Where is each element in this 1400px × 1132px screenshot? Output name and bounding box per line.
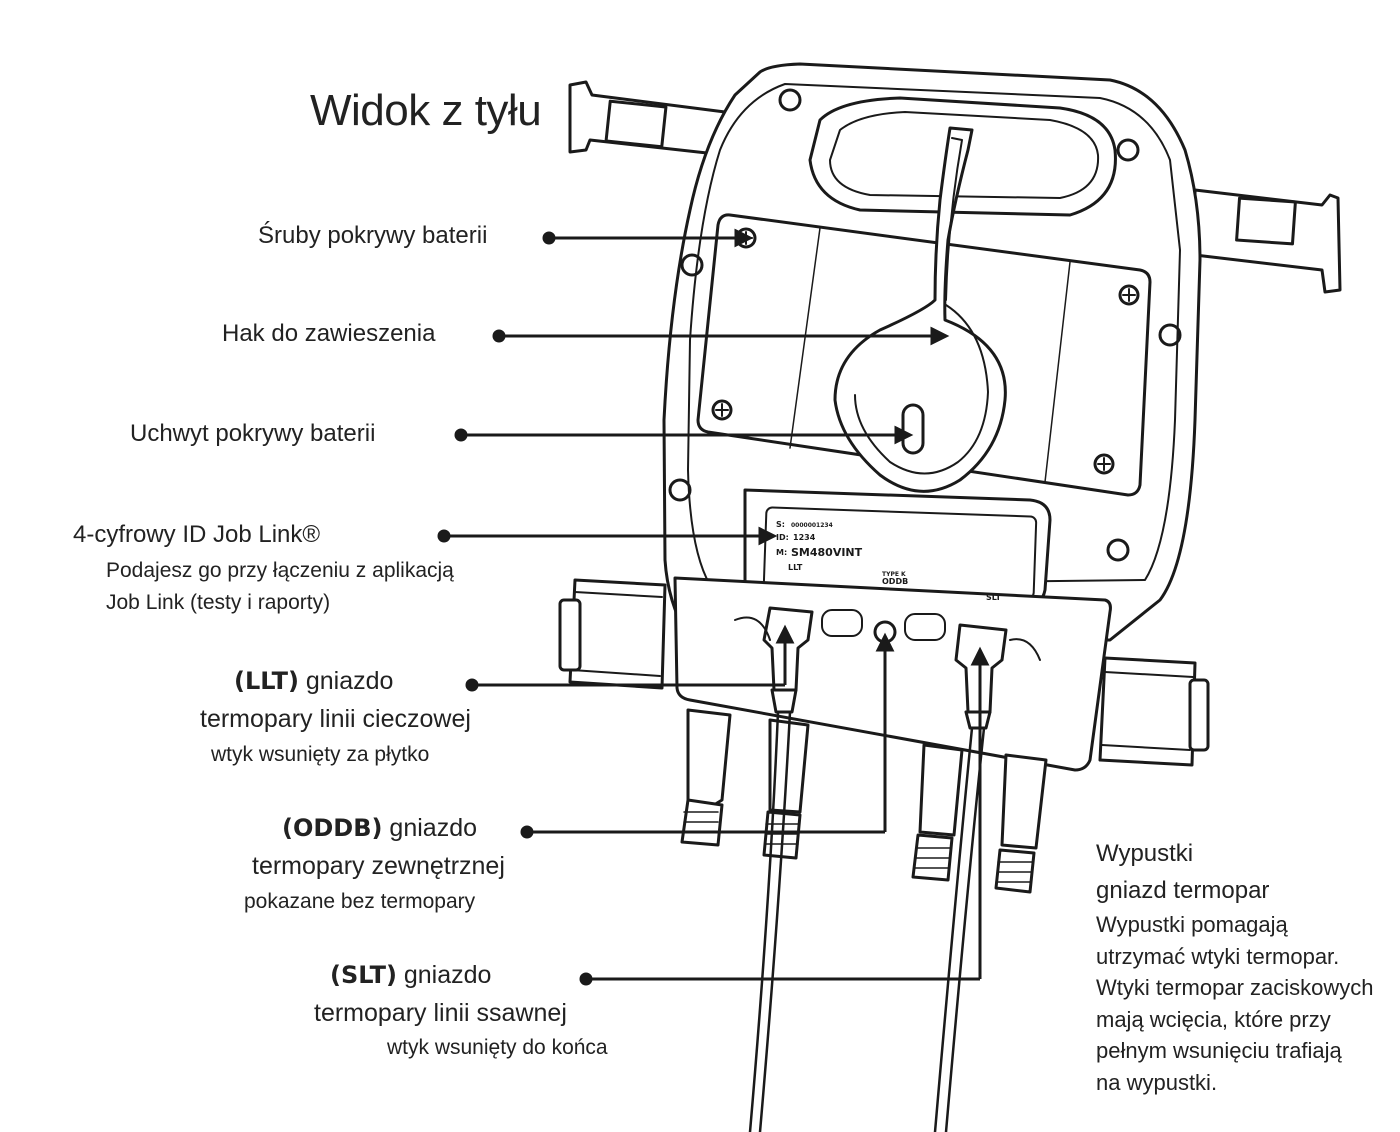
callout-oddb-line3: pokazane bez termopary	[244, 890, 476, 913]
llt-cable	[748, 710, 792, 1132]
label-plate-text: S: 0000001234 ID: 1234 M: SM480VINT TYPE…	[776, 520, 1002, 602]
body-screw-holes	[668, 88, 1182, 562]
callout-job-link-heading: 4-cyfrowy ID Job Link®	[73, 521, 321, 548]
plate-port-llt: LLT	[788, 563, 803, 572]
callout-llt-heading: (LLT) gniazdo	[234, 667, 393, 696]
callout-job-link-line3: Job Link (testy i raporty)	[106, 591, 331, 614]
callout-llt-line2: termopary linii cieczowej	[200, 705, 471, 733]
right-arm	[1193, 188, 1342, 294]
battery-handle-slot	[901, 403, 925, 455]
plate-model-prefix: M:	[776, 548, 787, 557]
callout-tabs-body-2: Wtyki termopar zaciskowych	[1096, 975, 1374, 1000]
refrigerant-ports	[680, 708, 1048, 894]
llt-plug	[762, 606, 814, 714]
plate-serial: 0000001234	[791, 522, 833, 529]
callout-battery-handle: Uchwyt pokrywy baterii	[130, 420, 376, 447]
callout-tabs-line1: Wypustki	[1096, 840, 1194, 867]
callout-tabs-body-3: mają wcięcia, które przy	[1096, 1007, 1331, 1032]
callout-oddb-line2: termopary zewnętrznej	[252, 852, 505, 880]
right-knob	[1098, 656, 1210, 767]
lower-body	[673, 576, 1112, 772]
plate-id: 1234	[793, 533, 816, 542]
callout-tabs-body-1: utrzymać wtyki termopar.	[1096, 944, 1340, 969]
left-knob	[558, 578, 667, 690]
oddb-code: (ODDB)	[282, 814, 383, 842]
callout-oddb-heading: (ODDB) gniazdo	[282, 814, 477, 843]
callout-tabs-line2: gniazd termopar	[1096, 877, 1270, 904]
callout-llt-line3: wtyk wsunięty za płytko	[211, 743, 430, 766]
plate-model: SM480VINT	[791, 546, 863, 559]
llt-rest: gniazdo	[298, 667, 394, 695]
slt-rest: gniazdo	[396, 961, 492, 989]
plate-serial-prefix: S:	[776, 520, 785, 529]
callout-tabs-body-5: na wypustki.	[1096, 1070, 1218, 1095]
plate-type: TYPE K	[882, 571, 906, 578]
callout-job-link-line2: Podajesz go przy łączeniu z aplikacją	[106, 559, 454, 582]
callout-battery-screws: Śruby pokrywy baterii	[258, 222, 488, 249]
callout-slt-heading: (SLT) gniazdo	[330, 961, 491, 990]
llt-code: (LLT)	[234, 667, 299, 695]
plate-port-slt: SLT	[986, 593, 1002, 602]
slt-code: (SLT)	[330, 961, 397, 989]
plate-id-prefix: ID:	[776, 533, 789, 542]
left-arm	[568, 80, 727, 157]
callout-slt-line3: wtyk wsunięty do końca	[387, 1036, 608, 1059]
hanging-hook	[833, 126, 1007, 493]
callout-leaders	[437, 228, 990, 986]
page-title: Widok z tyłu	[310, 86, 542, 135]
oddb-rest: gniazdo	[382, 814, 478, 842]
callout-slt-line2: termopary linii ssawnej	[314, 999, 567, 1027]
plate-port-oddb: ODDB	[882, 577, 908, 586]
callout-tabs-body-4: pełnym wsunięciu trafiają	[1096, 1038, 1342, 1063]
callout-tabs-body-0: Wypustki pomagają	[1096, 912, 1288, 937]
callout-hanging-hook: Hak do zawieszenia	[222, 320, 436, 347]
